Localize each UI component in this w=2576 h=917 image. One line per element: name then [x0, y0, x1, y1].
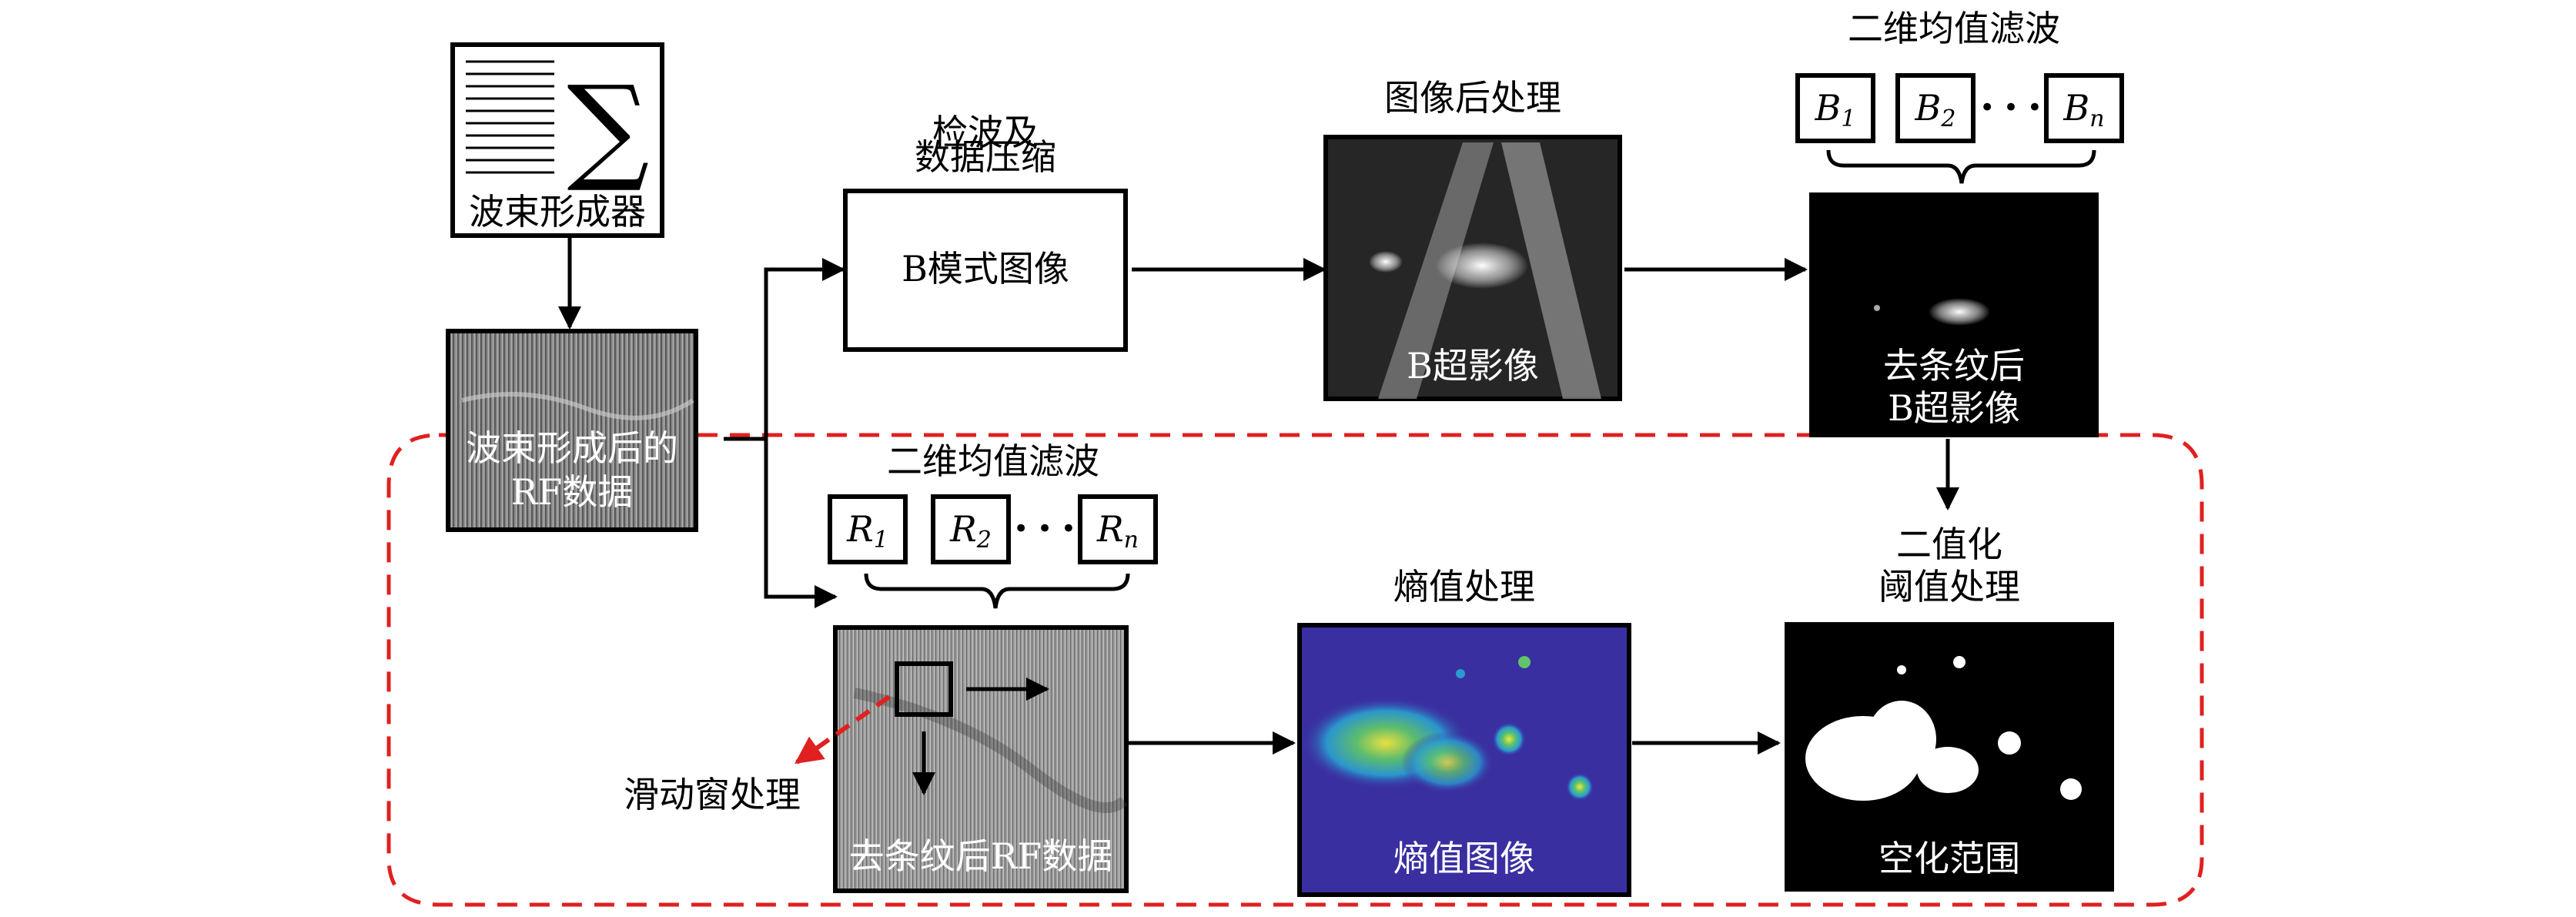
post-process-title: 图像后处理: [1384, 77, 1561, 119]
entropy-image-label: 熵值图像: [1393, 838, 1535, 879]
r-filter-kernels: [828, 494, 1158, 564]
b-mode-box: [843, 189, 1128, 352]
cavitation-image: [1785, 622, 2114, 892]
destriped-b-label-line2: B超影像: [1888, 387, 2020, 429]
b-filter-kernels: [1795, 73, 2124, 143]
destriped-b-label-line1: 去条纹后: [1883, 345, 2025, 387]
rf-data-label-line2: RF数据: [510, 471, 634, 513]
detection-title-line2: 数据压缩: [915, 136, 1056, 178]
rf-data-image: [446, 329, 698, 532]
r-kernel-dots: • • •: [1013, 514, 1076, 544]
b-ultrasound-image: [1323, 135, 1622, 401]
cavitation-label: 空化范围: [1878, 838, 2020, 879]
threshold-title-line1: 二值化: [1896, 524, 2002, 565]
r-filter-brace: [864, 573, 1130, 609]
r-kernel-1: R1: [847, 508, 888, 554]
detection-title-line1: 检波及: [932, 112, 1039, 153]
r-kernel-n: Rn: [1097, 508, 1139, 554]
sum-symbol: ∑: [567, 62, 650, 196]
b-kernel-1: B1: [1815, 87, 1856, 132]
sliding-window-label: 滑动窗处理: [624, 774, 801, 815]
b-kernel-2: B2: [1915, 87, 1956, 132]
highlight-region: [386, 433, 2204, 907]
threshold-title-line2: 阈值处理: [1878, 566, 2020, 607]
r-kernel-2: R2: [950, 508, 992, 554]
destriped-rf-image: [795, 625, 1129, 893]
b-kernel-dots: • • •: [1979, 92, 2042, 123]
destriped-rf-label: 去条纹后RF数据: [848, 835, 1113, 877]
b-ultrasound-label: B超影像: [1407, 345, 1539, 387]
b-filter-title: 二维均值滤波: [1848, 8, 2060, 49]
b-mode-label: B模式图像: [902, 248, 1069, 289]
entropy-title: 熵值处理: [1393, 566, 1535, 607]
r-filter-title: 二维均值滤波: [887, 440, 1099, 482]
sliding-window-box: [895, 661, 953, 717]
destriped-b-image: [1809, 192, 2099, 437]
rf-data-label-line1: 波束形成后的: [466, 427, 678, 469]
beamformer-label: 波束形成器: [469, 191, 646, 233]
beamformer-block: [450, 42, 664, 238]
b-kernel-n: Bn: [2063, 87, 2105, 132]
channel-lines-icon: [466, 60, 554, 174]
connectors: [558, 149, 2096, 755]
b-filter-brace: [1826, 149, 2096, 184]
entropy-image: [1297, 623, 1631, 897]
